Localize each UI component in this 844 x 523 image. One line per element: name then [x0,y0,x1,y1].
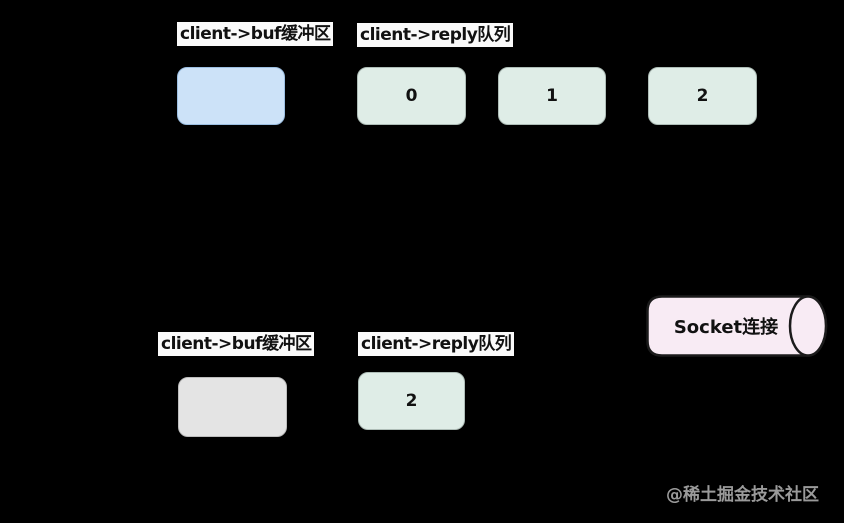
bottom-buf-label: client->buf缓冲区 [158,332,315,356]
top-reply-label: client->reply队列 [357,23,514,47]
reply-queue-item: 2 [648,67,757,125]
bottom-reply-queue-item-value: 2 [405,391,418,411]
socket-cylinder-face [788,295,828,357]
top-buf-box [177,67,285,125]
reply-queue-item-value: 2 [696,86,709,106]
reply-queue-item: 0 [357,67,466,125]
watermark: @稀土掘金技术社区 [666,485,819,505]
reply-queue-item-value: 1 [546,86,558,106]
socket-cylinder: Socket连接 [646,295,828,357]
top-buf-label: client->buf缓冲区 [177,22,334,46]
bottom-buf-box [178,377,287,437]
bottom-reply-queue-item: 2 [358,372,465,430]
socket-label: Socket连接 [674,316,778,338]
reply-queue-item-value: 0 [405,86,418,106]
bottom-reply-label: client->reply队列 [358,332,515,356]
reply-queue-item: 1 [498,67,606,125]
